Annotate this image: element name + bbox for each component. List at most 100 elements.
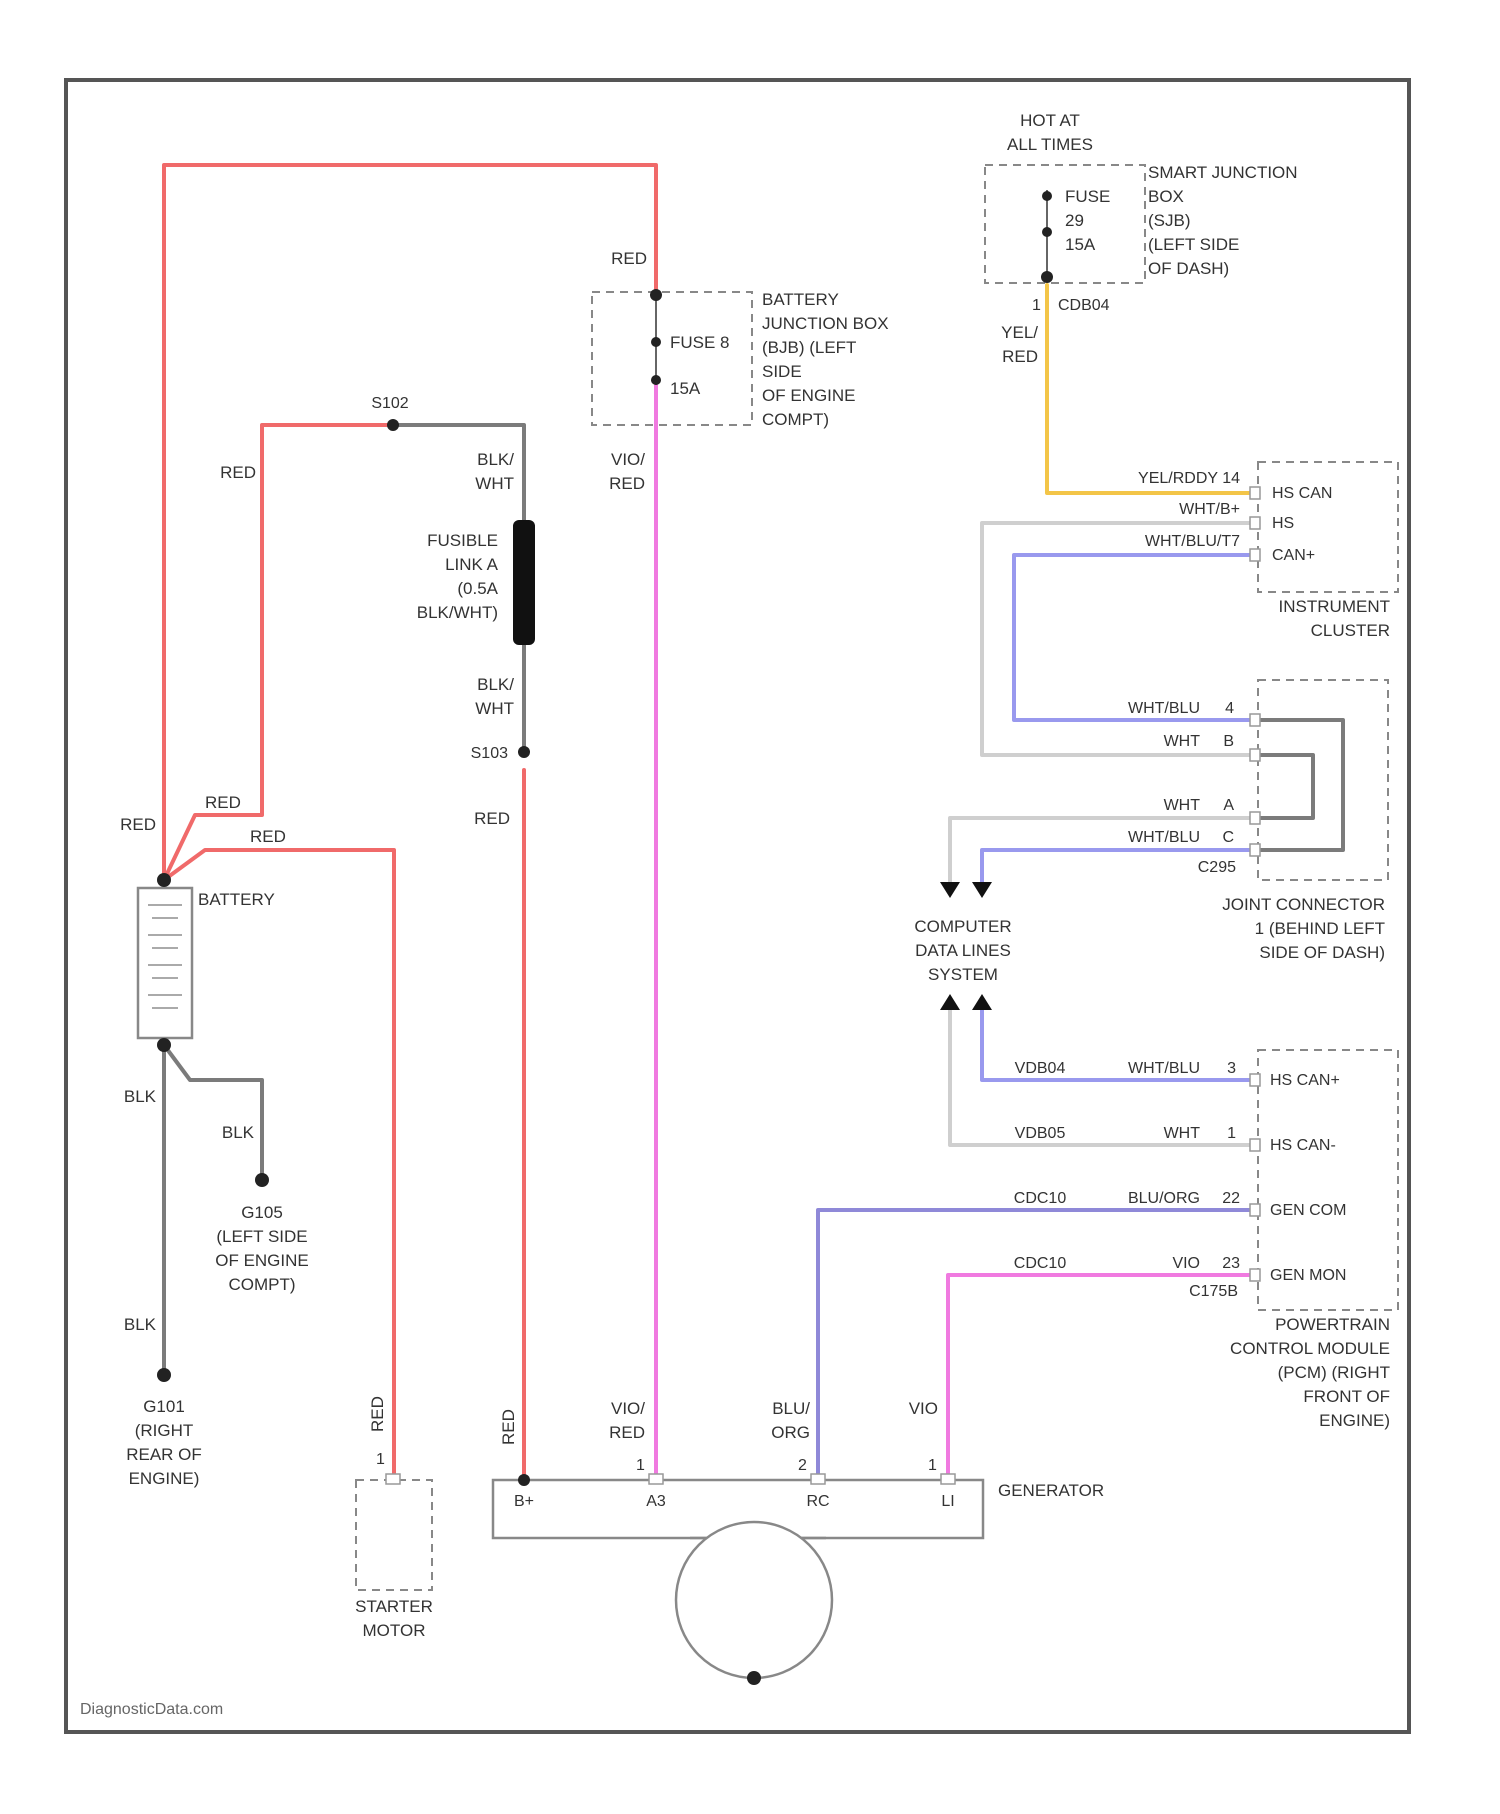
- pcm-label-1: POWERTRAIN: [1275, 1315, 1390, 1334]
- red-starter-label: RED: [368, 1396, 387, 1432]
- jc-wire-3-label: WHT: [1164, 797, 1201, 814]
- gen-vio-label: VIO: [909, 1399, 938, 1418]
- instrument-cluster-label-1: INSTRUMENT: [1279, 597, 1390, 616]
- sjb-pin-number: 1: [1032, 297, 1041, 314]
- ic-pin-1-label: HS CAN: [1272, 485, 1332, 502]
- red-top-label: RED: [611, 249, 647, 268]
- fusible-link-a: [513, 520, 535, 645]
- generator-body: [676, 1522, 832, 1678]
- ic-wire-1-label: YEL/RDDY 14: [1138, 470, 1240, 487]
- red-mid-label: RED: [474, 809, 510, 828]
- pcm-wire-2: WHT: [1164, 1125, 1201, 1142]
- wire-wht-blu-cluster: [1014, 555, 1250, 720]
- joint-connector-label-1: JOINT CONNECTOR: [1222, 895, 1385, 914]
- g105-label-1: G105: [241, 1203, 283, 1222]
- gen-terminal-a3: A3: [646, 1493, 666, 1510]
- sjb-name-1: SMART JUNCTION: [1148, 163, 1298, 182]
- pcm-circuit-4: CDC10: [1014, 1255, 1067, 1272]
- starter-motor-label-1: STARTER: [355, 1597, 433, 1616]
- sjb-name-4: (LEFT SIDE: [1148, 235, 1239, 254]
- joint-connector-label-3: SIDE OF DASH): [1259, 943, 1385, 962]
- labels: HOT AT ALL TIMES FUSE 29 15A SMART JUNCT…: [80, 111, 1390, 1718]
- pcm-name-4: GEN MON: [1270, 1267, 1346, 1284]
- ic-wire-3-label: WHT/BLU/T7: [1145, 533, 1240, 550]
- wire-red-main: [164, 165, 656, 880]
- wire-blk-wht-s102: [393, 425, 524, 520]
- pcm-wire-4: VIO: [1172, 1255, 1200, 1272]
- ic-pin-3-label: CAN+: [1272, 547, 1315, 564]
- blk-label-2: BLK: [222, 1123, 255, 1142]
- red-battery-label-1: RED: [120, 815, 156, 834]
- pcm-pin-1: 3: [1227, 1060, 1236, 1077]
- battery-junction-box: [592, 292, 752, 425]
- sjb-fuse-label: FUSE: [1065, 187, 1110, 206]
- gen-pin-c: 1: [928, 1457, 937, 1474]
- jc-pin-1-label: 4: [1225, 700, 1234, 717]
- gen-blu-org-label-2: ORG: [771, 1423, 810, 1442]
- pcm-wire-1: WHT/BLU: [1128, 1060, 1200, 1077]
- sjb-fuse-number: 29: [1065, 211, 1084, 230]
- yel-red-label-2: RED: [1002, 347, 1038, 366]
- fusible-link-label-4: BLK/WHT): [417, 603, 498, 622]
- fusible-link-label-3: (0.5A: [457, 579, 498, 598]
- wire-yel-red-cluster: [1047, 285, 1250, 493]
- bjb-name-6: COMPT): [762, 410, 829, 429]
- pcm-connector-label: C175B: [1189, 1283, 1238, 1300]
- wire-jc-link-1: [1258, 720, 1343, 850]
- g101-label-2: (RIGHT: [135, 1421, 194, 1440]
- hot-at-all-times-label-1: HOT AT: [1020, 111, 1080, 130]
- vio-red-bjb-label-2: RED: [609, 474, 645, 493]
- pcm-label-4: FRONT OF: [1303, 1387, 1390, 1406]
- gen-terminal-li: LI: [941, 1493, 954, 1510]
- wire-blu-org-rc: [818, 1210, 1250, 1480]
- fusible-link-label-2: LINK A: [445, 555, 499, 574]
- bjb-name-1: BATTERY: [762, 290, 839, 309]
- pcm-wire-3: BLU/ORG: [1128, 1190, 1200, 1207]
- red-battery-label-3: RED: [250, 827, 286, 846]
- hot-at-all-times-label-2: ALL TIMES: [1007, 135, 1093, 154]
- gen-pin-a: 1: [636, 1457, 645, 1474]
- blk-label-3: BLK: [124, 1315, 157, 1334]
- jc-wire-1-label: WHT/BLU: [1128, 700, 1200, 717]
- blk-label-1: BLK: [124, 1087, 157, 1106]
- jc-pin-3-label: A: [1223, 797, 1234, 814]
- sjb-name-2: BOX: [1148, 187, 1184, 206]
- watermark-text: DiagnosticData.com: [80, 1701, 223, 1718]
- wire-wht-pcm: [950, 1008, 1250, 1145]
- jc-connector-label: C295: [1198, 859, 1236, 876]
- ic-pin-2-label: HS: [1272, 515, 1294, 532]
- sjb-fuse-rating: 15A: [1065, 235, 1096, 254]
- fusible-link-label-1: FUSIBLE: [427, 531, 498, 550]
- sjb-circuit-label: CDB04: [1058, 297, 1110, 314]
- jc-wire-4-label: WHT/BLU: [1128, 829, 1200, 846]
- wire-blk-g105: [164, 1045, 262, 1178]
- s103-label: S103: [471, 745, 508, 762]
- jc-pin-2-label: B: [1223, 733, 1234, 750]
- cdls-label-3: SYSTEM: [928, 965, 998, 984]
- instrument-cluster-label-2: CLUSTER: [1311, 621, 1390, 640]
- bjb-name-3: (BJB) (LEFT: [762, 338, 856, 357]
- pcm-pin-4: 23: [1222, 1255, 1240, 1272]
- pcm-pin-2: 1: [1227, 1125, 1236, 1142]
- g101-label-3: REAR OF: [126, 1445, 202, 1464]
- bjb-fuse-rating: 15A: [670, 379, 701, 398]
- starter-pin-number: 1: [376, 1451, 385, 1468]
- blk-wht-top-label-1: BLK/: [477, 450, 514, 469]
- gen-red-label: RED: [499, 1409, 518, 1445]
- red-left-label: RED: [220, 463, 256, 482]
- s102-label: S102: [371, 395, 408, 412]
- bjb-name-2: JUNCTION BOX: [762, 314, 889, 333]
- battery: [138, 888, 192, 1038]
- pcm-name-3: GEN COM: [1270, 1202, 1346, 1219]
- gen-blu-org-label-1: BLU/: [772, 1399, 810, 1418]
- pcm-name-2: HS CAN-: [1270, 1137, 1336, 1154]
- g105-label-3: OF ENGINE: [215, 1251, 309, 1270]
- gen-pin-b: 2: [798, 1457, 807, 1474]
- sjb-name-3: (SJB): [1148, 211, 1191, 230]
- bjb-fuse-label: FUSE 8: [670, 333, 730, 352]
- starter-motor: [356, 1480, 432, 1590]
- pcm-name-1: HS CAN+: [1270, 1072, 1340, 1089]
- g105-label-2: (LEFT SIDE: [216, 1227, 307, 1246]
- starter-motor-label-2: MOTOR: [363, 1621, 426, 1640]
